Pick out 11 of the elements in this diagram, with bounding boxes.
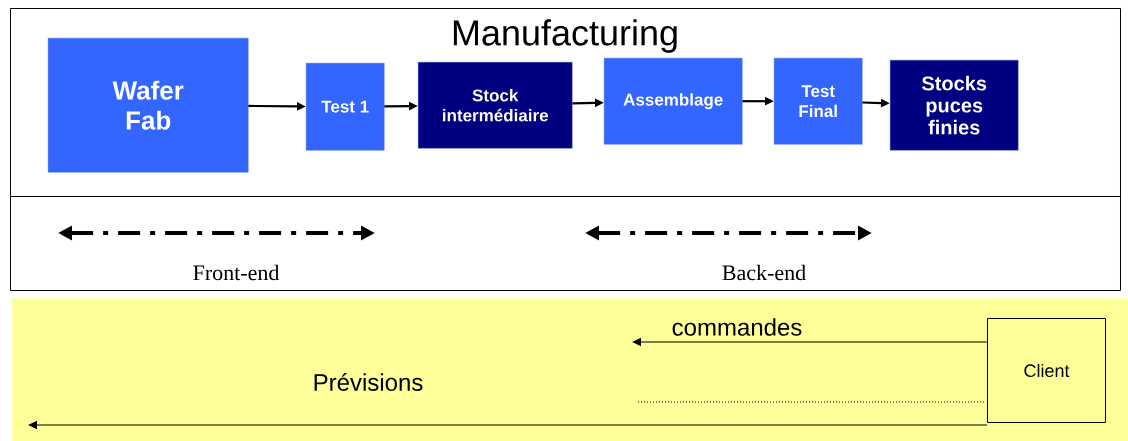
phase-band: Front-end Back-end [10, 196, 1121, 291]
process-box: Stocks puces finies [890, 60, 1019, 151]
edge-label: Prévisions [314, 373, 423, 391]
customer-band [12, 298, 1128, 441]
process-box: Test 1 [306, 63, 385, 151]
process-box: Wafer Fab [48, 38, 249, 173]
process-box: Stock intermédiaire [418, 62, 573, 149]
process-box: Assemblage [604, 58, 743, 145]
process-box: Test Final [774, 58, 863, 145]
client-box: Client [987, 318, 1106, 423]
edge-label: commandes [672, 318, 802, 336]
